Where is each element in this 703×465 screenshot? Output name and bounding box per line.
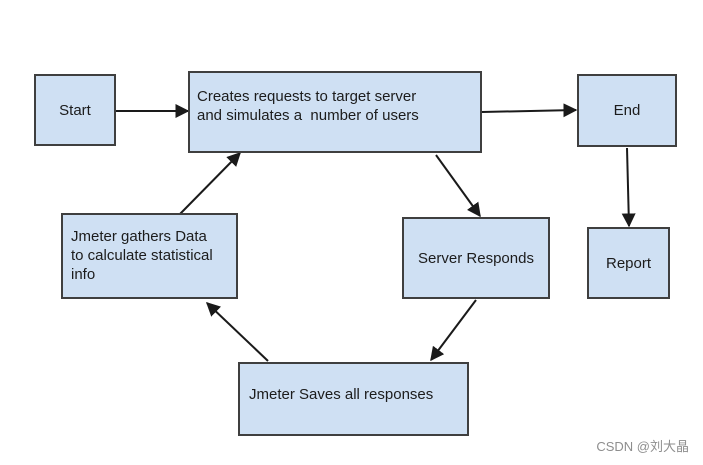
node-server-responds: Server Responds (402, 217, 550, 299)
node-creates-requests: Creates requests to target server and si… (188, 71, 482, 153)
node-report-label: Report (605, 254, 652, 272)
node-server-responds-label: Server Responds (418, 249, 534, 267)
node-saves-label: Jmeter Saves all responses (249, 386, 434, 403)
node-start: Start (34, 74, 116, 146)
node-gathers-line-2: to calculate statistical (71, 247, 213, 264)
watermark-text: CSDN @刘大晶 (596, 439, 689, 454)
node-end-label: End (613, 102, 641, 119)
node-report: Report (587, 227, 670, 299)
node-gathers-line-1: Jmeter gathers Data (71, 228, 207, 245)
arrow-gathers-to-creates (179, 152, 241, 215)
node-gathers-line-3: info (71, 266, 96, 283)
node-start-label: Start (59, 101, 91, 119)
arrow-creates-to-server (435, 154, 481, 218)
node-jmeter-gathers: Jmeter gathers Data to calculate statist… (61, 213, 238, 299)
arrow-server-to-saves (430, 299, 477, 362)
node-creates-line-2: and simulates a number of users (197, 107, 419, 124)
node-creates-line-1: Creates requests to target server (197, 88, 417, 105)
node-end: End (577, 74, 677, 147)
node-jmeter-saves: Jmeter Saves all responses (238, 362, 469, 436)
arrow-saves-to-gathers (205, 302, 269, 362)
arrow-end-to-report (621, 147, 636, 228)
arrow-creates-to-end (481, 103, 578, 118)
